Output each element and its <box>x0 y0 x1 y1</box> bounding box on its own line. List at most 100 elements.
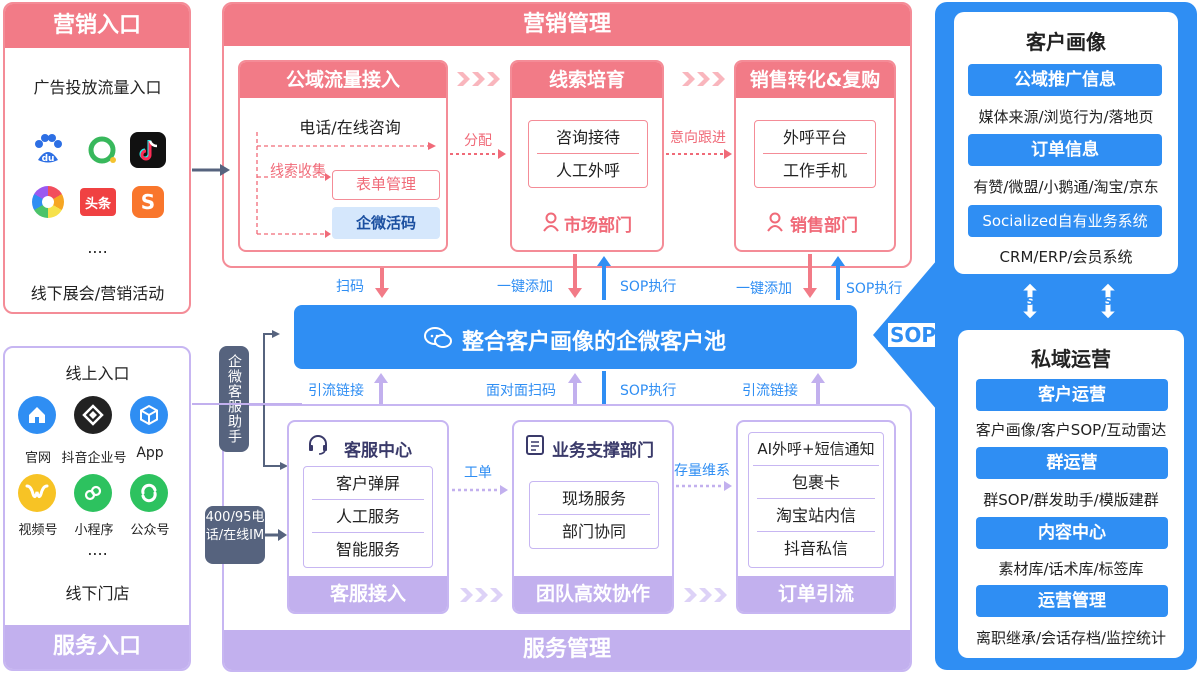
service-item-label: 视频号 <box>18 523 58 538</box>
add-down-arrow <box>803 254 817 298</box>
ops-block-desc: 素材库/话术库/标签库 <box>998 560 1144 578</box>
cs-center-title: 客服中心 <box>344 441 412 461</box>
service-item-label: 公众号 <box>130 523 170 538</box>
ad-traffic-label: 广告投放流量入口 <box>33 78 162 97</box>
qihoo-icon <box>84 132 120 168</box>
sales-item: 工作手机 <box>782 161 847 180</box>
sop-exec-label: SOP执行 <box>620 383 677 399</box>
sop-exec-label: SOP执行 <box>620 279 677 295</box>
service-item-label: 官网 <box>24 451 51 466</box>
guide-link-label: 引流链接 <box>742 383 798 399</box>
lead-nurture-item: 咨询接待 <box>537 121 639 154</box>
biz-item: 现场服务 <box>538 482 650 515</box>
public-traffic-title: 公域流量接入 <box>240 62 446 98</box>
app-icon <box>130 396 168 434</box>
sync-icon: S <box>1018 282 1042 324</box>
sogou-icon: S <box>132 186 164 218</box>
service-item-label: 抖音企业号 <box>61 451 127 466</box>
cs-item: 人工服务 <box>312 500 424 533</box>
guide-link-label: 引流链接 <box>308 383 364 399</box>
entry-arrow <box>192 164 230 176</box>
baidu-icon: du <box>30 132 66 168</box>
sop-connector-label: SOP <box>888 323 939 347</box>
marketing-entry-dots: .... <box>87 238 108 257</box>
marketing-mgmt-title: 营销管理 <box>224 4 910 46</box>
order-item: AI外呼+短信通知 <box>753 433 879 466</box>
market-dept-label: 市场部门 <box>564 216 632 236</box>
form-mgmt-box: 表单管理 <box>332 170 440 200</box>
online-entry-label: 线上入口 <box>65 364 130 383</box>
assign-label: 分配 <box>464 133 492 149</box>
profile-block-head: Socialized自有业务系统 <box>968 205 1162 237</box>
assistant-bracket <box>263 330 288 470</box>
cs-center-list: 客户弹屏 人工服务 智能服务 <box>303 466 433 568</box>
one-click-add-label: 一键添加 <box>497 279 553 295</box>
chevron-arrows-icon <box>684 588 727 602</box>
sales-title: 销售转化&复购 <box>736 62 894 98</box>
customer-pool-bar <box>294 305 857 369</box>
lead-nurture-list: 咨询接待 人工外呼 <box>528 120 648 188</box>
one-click-add-label: 一键添加 <box>736 281 792 297</box>
face-scan-label: 面对面扫码 <box>486 383 556 399</box>
ops-block-desc: 离职继承/会话存档/监控统计 <box>975 629 1167 647</box>
intent-arrow <box>666 149 732 159</box>
sales-item: 外呼平台 <box>763 121 867 154</box>
sales-dept-label: 销售部门 <box>790 216 858 236</box>
qrcode-box: 企微活码 <box>332 207 440 239</box>
douyin-icon <box>130 132 166 168</box>
chevron-arrows-icon <box>682 72 725 86</box>
shutter-icon <box>32 186 64 218</box>
toutiao-icon: 头条 <box>80 188 116 216</box>
profile-block-desc: CRM/ERP/会员系统 <box>999 248 1133 266</box>
consult-label: 电话/在线咨询 <box>299 118 401 137</box>
collect-dashed-lines <box>256 132 345 238</box>
assign-arrow <box>450 149 506 159</box>
scan-label: 扫码 <box>336 279 364 295</box>
biz-support-list: 现场服务 部门协同 <box>529 481 659 549</box>
biz-support-title: 业务支撑部门 <box>552 441 654 461</box>
headset-icon <box>307 434 329 460</box>
mini-program-icon <box>74 474 112 512</box>
offline-expo-label: 线下展会/营销活动 <box>30 284 165 303</box>
service-entry-dots: .... <box>87 540 108 559</box>
order-item: 包裹卡 <box>757 466 875 499</box>
sop-up-arrow <box>597 256 611 300</box>
document-icon <box>524 434 546 460</box>
sop-exec-label: SOP执行 <box>846 281 903 297</box>
ops-block-desc: 群SOP/群发助手/模版建群 <box>983 491 1159 509</box>
order-item: 淘宝站内信 <box>757 499 875 532</box>
wecom-assistant-badge: 企微客服助手 <box>219 346 249 452</box>
customer-pool-title: 整合客户画像的企微客户池 <box>462 330 727 355</box>
chevron-arrows-icon <box>460 588 503 602</box>
marketing-entry-title: 营销入口 <box>5 4 189 48</box>
stock-maint-label: 存量维系 <box>674 463 730 479</box>
svg-text:S: S <box>1026 295 1034 308</box>
profile-block-head: 订单信息 <box>968 134 1162 166</box>
svg-text:du: du <box>42 154 55 164</box>
cs-item: 智能服务 <box>335 540 400 559</box>
hotline-arrow <box>265 529 287 541</box>
biz-support-footer: 团队高效协作 <box>514 576 672 612</box>
order-footer: 订单引流 <box>738 576 894 612</box>
private-ops-title: 私域运营 <box>1031 347 1111 371</box>
left-link-arrow <box>192 403 302 405</box>
ops-block-head: 群运营 <box>976 447 1168 479</box>
person-icon <box>542 212 560 236</box>
cs-item: 客户弹屏 <box>312 467 424 500</box>
ops-block-desc: 客户画像/客户SOP/互动雷达 <box>975 421 1167 439</box>
ops-block-head: 客户运营 <box>976 379 1168 411</box>
profile-block-desc: 有赞/微盟/小鹅通/淘宝/京东 <box>973 178 1159 196</box>
profile-block-head: 公域推广信息 <box>968 64 1162 96</box>
douyin-enterprise-icon <box>74 396 112 434</box>
person-icon <box>766 212 784 236</box>
profile-block-desc: 媒体来源/浏览行为/落地页 <box>978 108 1154 126</box>
service-item-label: 小程序 <box>74 523 114 538</box>
order-list: AI外呼+短信通知 包裹卡 淘宝站内信 抖音私信 <box>748 432 884 568</box>
lead-nurture-item: 人工外呼 <box>555 161 620 180</box>
chat-icon <box>424 326 452 354</box>
stock-maint-arrow <box>676 481 732 491</box>
work-order-arrow <box>452 485 508 495</box>
svg-text:S: S <box>1104 295 1112 308</box>
work-order-label: 工单 <box>464 465 492 481</box>
service-entry-title: 服务入口 <box>5 625 189 669</box>
